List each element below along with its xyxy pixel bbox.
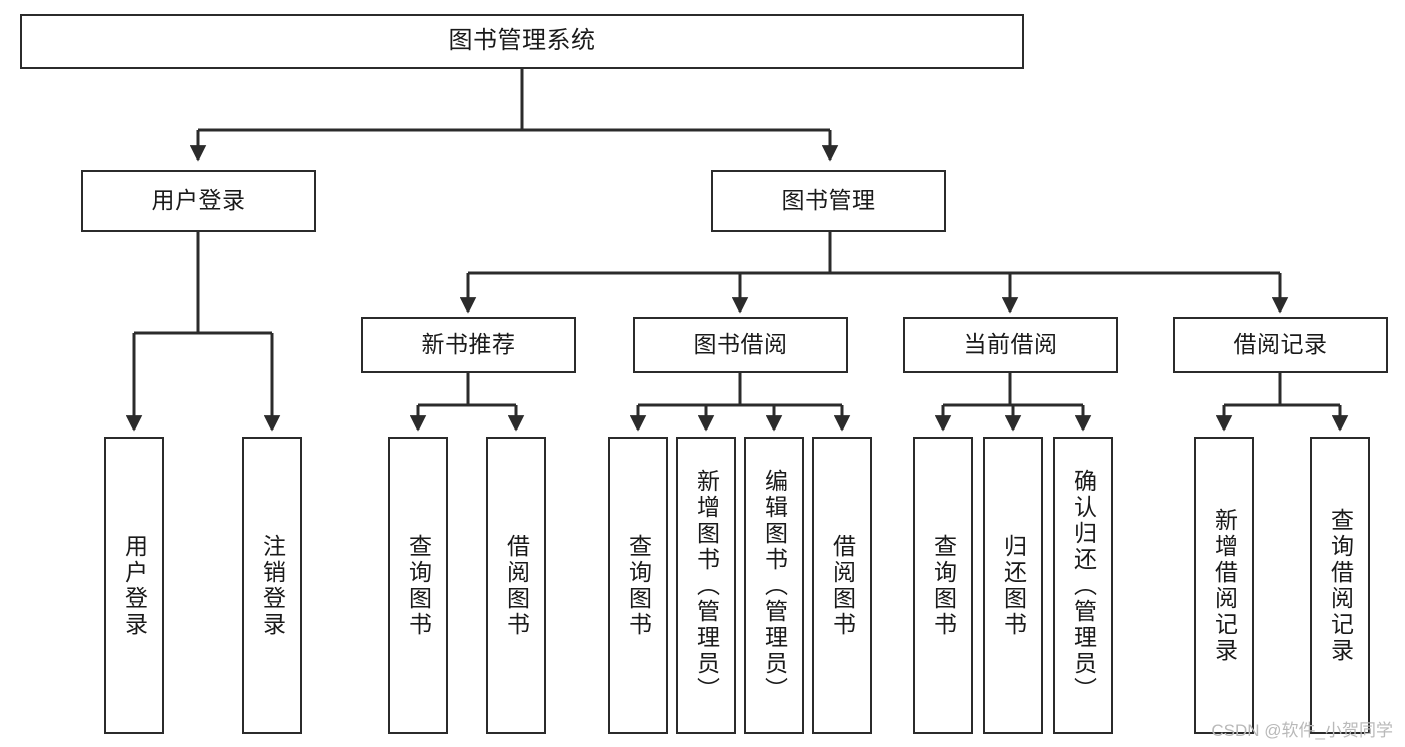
- node-new-book-recommend[interactable]: 新书推荐: [361, 317, 576, 373]
- node-label: 图书借阅: [693, 331, 788, 358]
- leaf-user-login-signin[interactable]: 用户登录: [104, 437, 164, 734]
- node-root-system[interactable]: 图书管理系统: [20, 14, 1024, 69]
- leaf-borrow-borrow-book[interactable]: 借阅图书: [812, 437, 872, 734]
- node-label: 用户登录: [121, 533, 148, 638]
- node-book-management[interactable]: 图书管理: [711, 170, 946, 232]
- leaf-user-login-signout[interactable]: 注销登录: [242, 437, 302, 734]
- node-label: 新增图书（管理员）: [693, 468, 720, 703]
- leaf-borrow-add-book[interactable]: 新增图书（管理员）: [676, 437, 736, 734]
- node-label: 查询借阅记录: [1327, 507, 1354, 664]
- node-label: 确认归还（管理员）: [1070, 468, 1097, 703]
- node-borrow-records[interactable]: 借阅记录: [1173, 317, 1388, 373]
- watermark-credit: CSDN @软件_小贺同学: [1211, 721, 1393, 740]
- node-label: 新增借阅记录: [1211, 507, 1238, 664]
- node-book-borrow[interactable]: 图书借阅: [633, 317, 848, 373]
- leaf-borrow-edit-book[interactable]: 编辑图书（管理员）: [744, 437, 804, 734]
- node-label: 查询图书: [930, 533, 957, 638]
- node-label: 查询图书: [405, 533, 432, 638]
- leaf-recommend-borrow-book[interactable]: 借阅图书: [486, 437, 546, 734]
- node-user-login[interactable]: 用户登录: [81, 170, 316, 232]
- node-label: 注销登录: [259, 533, 286, 638]
- node-label: 当前借阅: [963, 331, 1058, 358]
- node-label: 查询图书: [625, 533, 652, 638]
- leaf-borrow-query-book[interactable]: 查询图书: [608, 437, 668, 734]
- node-label: 用户登录: [151, 187, 246, 214]
- node-label: 借阅图书: [503, 533, 530, 638]
- node-label: 借阅记录: [1233, 331, 1328, 358]
- leaf-current-return-book[interactable]: 归还图书: [983, 437, 1043, 734]
- leaf-recommend-query-book[interactable]: 查询图书: [388, 437, 448, 734]
- leaf-current-confirm-return[interactable]: 确认归还（管理员）: [1053, 437, 1113, 734]
- node-label: 图书管理系统: [448, 27, 596, 55]
- node-label: 归还图书: [1000, 533, 1027, 638]
- leaf-current-query-book[interactable]: 查询图书: [913, 437, 973, 734]
- node-label: 编辑图书（管理员）: [761, 468, 788, 703]
- node-label: 图书管理: [781, 187, 876, 214]
- node-label: 新书推荐: [421, 331, 516, 358]
- node-label: 借阅图书: [829, 533, 856, 638]
- node-current-borrow[interactable]: 当前借阅: [903, 317, 1118, 373]
- leaf-records-query-record[interactable]: 查询借阅记录: [1310, 437, 1370, 734]
- leaf-records-add-record[interactable]: 新增借阅记录: [1194, 437, 1254, 734]
